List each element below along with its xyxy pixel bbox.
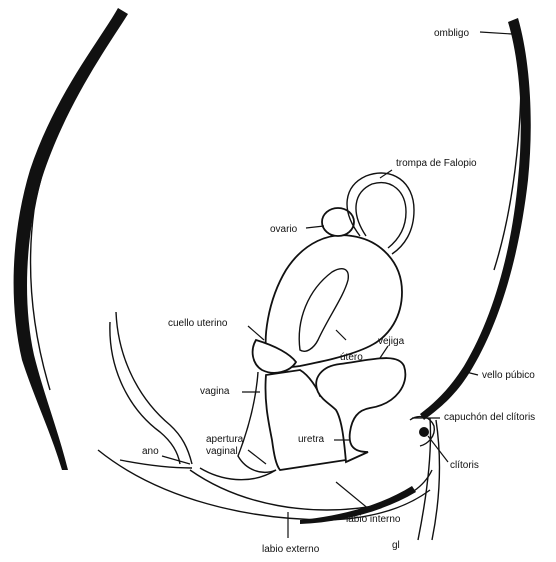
label-vagina: vagina <box>200 386 230 397</box>
label-vello: vello púbico <box>482 370 535 381</box>
label-labio-externo: labio externo <box>262 544 320 555</box>
thigh-line <box>98 450 430 520</box>
leader-ombligo <box>480 32 512 34</box>
leader-apertura <box>248 450 266 464</box>
label-vejiga: vejiga <box>378 336 405 347</box>
vagina-opening <box>200 468 276 480</box>
label-cuello: cuello uterino <box>168 318 228 329</box>
label-trompa: trompa de Falopio <box>396 158 477 169</box>
leg-line-right-2 <box>432 420 439 540</box>
leader-ovario <box>306 226 324 228</box>
leader-cuello <box>248 326 264 340</box>
label-clitoris: clítoris <box>450 460 479 471</box>
clitoris-shape <box>419 427 429 437</box>
label-utero: útero <box>340 352 363 363</box>
label-uretra: uretra <box>298 434 325 445</box>
label-ano: ano <box>142 446 159 457</box>
label-ombligo: ombligo <box>434 28 469 39</box>
artist-signature: gl <box>392 540 400 551</box>
label-apertura-2: vaginal <box>206 446 238 457</box>
rectum-outer <box>116 312 192 464</box>
outer-labium-curve <box>190 470 432 510</box>
uterus <box>266 235 402 367</box>
label-ovario: ovario <box>270 224 298 235</box>
leader-ano <box>162 456 190 464</box>
label-capuchon: capuchón del clítoris <box>444 412 535 423</box>
label-apertura-1: apertura <box>206 434 244 445</box>
belly-outline <box>420 18 531 420</box>
label-labio-interno: labio interno <box>346 514 401 525</box>
leader-labio-interno <box>336 482 370 510</box>
leader-vejiga <box>380 346 388 358</box>
ovary <box>322 208 354 236</box>
